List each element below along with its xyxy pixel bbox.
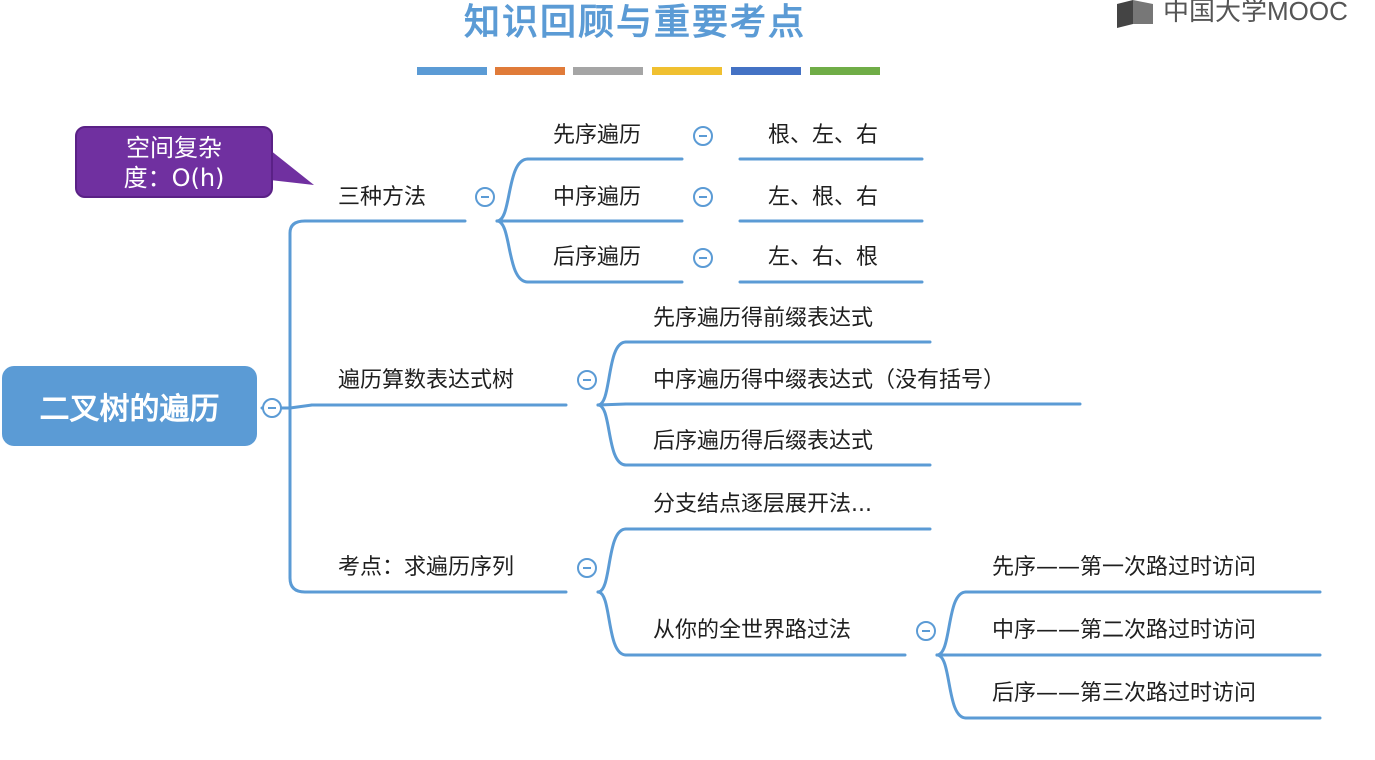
root-node[interactable]: 二叉树的遍历 [2, 366, 257, 446]
node-postfix-expression[interactable]: 后序遍历得后缀表达式 [653, 429, 874, 454]
branch-expression-tree[interactable]: 遍历算数表达式树 [338, 368, 515, 393]
node-prefix-expression[interactable]: 先序遍历得前缀表达式 [653, 306, 874, 331]
connector-b2-c3 [596, 403, 628, 467]
connector-b3-c2 [596, 590, 628, 657]
collapse-icon-path-method[interactable] [916, 621, 936, 641]
node-branch-expand-method[interactable]: 分支结点逐层展开法... [653, 492, 872, 517]
connector-b3-s1 [935, 590, 968, 657]
stripe-2 [495, 67, 565, 75]
node-postorder-detail[interactable]: 左、右、根 [768, 245, 879, 270]
collapse-icon-branch-2[interactable] [577, 370, 597, 390]
connector-b3-s3 [935, 653, 968, 720]
node-preorder-visit[interactable]: 先序——第一次路过时访问 [992, 555, 1257, 580]
branch-exam-point[interactable]: 考点：求遍历序列 [338, 555, 515, 580]
callout-line-2: 度：O(h) [123, 164, 225, 192]
brand-name: 中国大学MOOC [1163, 0, 1348, 26]
connector-b1-c1 [495, 157, 530, 223]
branch-three-methods[interactable]: 三种方法 [338, 185, 427, 210]
root-label: 二叉树的遍历 [39, 392, 220, 427]
connector-root-branch-3 [288, 406, 314, 594]
connector-b1-c3 [495, 219, 530, 284]
node-postorder-visit[interactable]: 后序——第三次路过时访问 [992, 681, 1257, 706]
connector-b2-c2 [596, 402, 628, 407]
callout-tail [270, 150, 314, 185]
node-postorder[interactable]: 后序遍历 [553, 245, 642, 270]
collapse-icon-inorder[interactable] [693, 187, 713, 207]
stripe-1 [417, 67, 487, 75]
collapse-icon-postorder[interactable] [693, 248, 713, 268]
brand-logo: 中国大学MOOC [1115, 0, 1375, 28]
stripe-3 [573, 67, 643, 75]
slide-title: 知识回顾与重要考点 [463, 2, 806, 43]
callout-line-1: 空间复杂 [126, 134, 222, 162]
connector-b3-c1 [596, 527, 628, 594]
collapse-icon-branch-1[interactable] [475, 187, 495, 207]
node-inorder-visit[interactable]: 中序——第二次路过时访问 [992, 618, 1257, 643]
collapse-icon-root[interactable] [262, 398, 282, 418]
connector-root-branch-2 [288, 403, 314, 410]
stripe-6 [810, 67, 880, 75]
space-complexity-callout: 空间复杂 度：O(h) [75, 126, 273, 198]
stripe-4 [652, 67, 722, 75]
node-infix-expression[interactable]: 中序遍历得中缀表达式（没有括号） [653, 368, 1006, 393]
connector-b2-c1 [596, 340, 628, 407]
node-inorder[interactable]: 中序遍历 [553, 185, 642, 210]
node-preorder-detail[interactable]: 根、左、右 [768, 123, 879, 148]
node-path-method[interactable]: 从你的全世界路过法 [653, 618, 852, 643]
collapse-icon-branch-3[interactable] [577, 558, 597, 578]
node-preorder[interactable]: 先序遍历 [553, 123, 642, 148]
collapse-icon-preorder[interactable] [693, 126, 713, 146]
mooc-logo-icon [1117, 0, 1153, 28]
stripe-5 [731, 67, 801, 75]
connector-root-branch-1 [288, 219, 314, 410]
node-inorder-detail[interactable]: 左、根、右 [768, 185, 879, 210]
